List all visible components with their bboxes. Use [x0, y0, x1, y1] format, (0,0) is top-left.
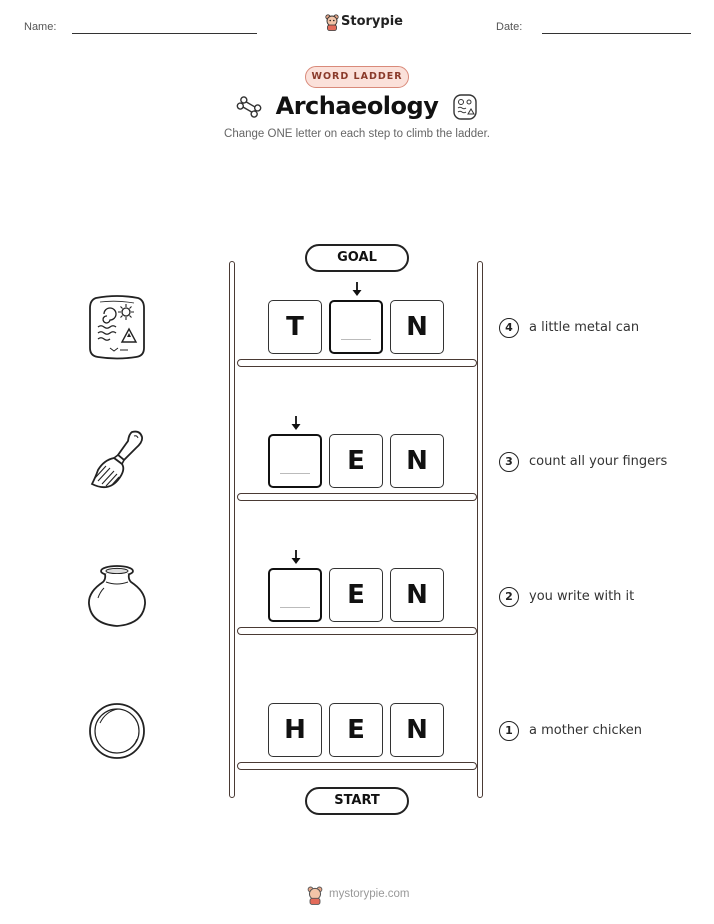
goal-label: GOAL	[305, 244, 409, 272]
step-number: 2	[499, 587, 519, 607]
brand-logo: Storypie	[325, 13, 403, 31]
worksheet-type-badge: WORD LADDER	[305, 66, 409, 88]
letter-tile: H	[268, 703, 322, 757]
letter-blank-input[interactable]	[329, 300, 383, 354]
date-line[interactable]	[542, 33, 691, 34]
letter-tile: E	[329, 568, 383, 622]
brush-icon	[90, 430, 144, 489]
step-number: 3	[499, 452, 519, 472]
ladder-rung	[237, 627, 477, 635]
letter-tile: N	[390, 300, 444, 354]
ladder-rung	[237, 493, 477, 501]
tablet-small-icon	[453, 94, 477, 120]
bear-mascot-icon	[325, 14, 339, 31]
clue-text: you write with it	[529, 589, 635, 604]
letter-tile: N	[390, 434, 444, 488]
arrow-down-icon	[291, 416, 301, 430]
letter-blank-input[interactable]	[268, 434, 322, 488]
date-label: Date:	[496, 21, 523, 33]
brand-name: Storypie	[341, 14, 403, 29]
stone-tablet-icon	[89, 295, 145, 360]
letter-tile: T	[268, 300, 322, 354]
letter-tile: N	[390, 568, 444, 622]
page-title: Archaeology	[275, 92, 439, 120]
clue-text: a little metal can	[529, 320, 640, 335]
ladder-left-rail	[229, 261, 235, 798]
step-number: 4	[499, 318, 519, 338]
footer-link[interactable]: mystorypie.com	[329, 888, 410, 900]
clue-text: count all your fingers	[529, 454, 668, 469]
ladder-rung	[237, 762, 477, 770]
bone-icon	[236, 96, 262, 118]
ladder-rung	[237, 359, 477, 367]
bear-mascot-icon	[307, 886, 323, 905]
arrow-down-icon	[291, 550, 301, 564]
footer[interactable]: mystorypie.com	[307, 884, 417, 906]
coin-icon	[89, 703, 145, 759]
instructions: Change ONE letter on each step to climb …	[224, 128, 490, 140]
arrow-down-icon	[352, 282, 362, 296]
name-label: Name:	[24, 21, 57, 33]
start-label: START	[305, 787, 409, 815]
letter-tile: E	[329, 434, 383, 488]
ladder-right-rail	[477, 261, 483, 798]
name-line[interactable]	[72, 33, 257, 34]
pot-icon	[88, 565, 146, 627]
step-number: 1	[499, 721, 519, 741]
letter-tile: N	[390, 703, 444, 757]
letter-tile: E	[329, 703, 383, 757]
clue-text: a mother chicken	[529, 723, 642, 738]
letter-blank-input[interactable]	[268, 568, 322, 622]
